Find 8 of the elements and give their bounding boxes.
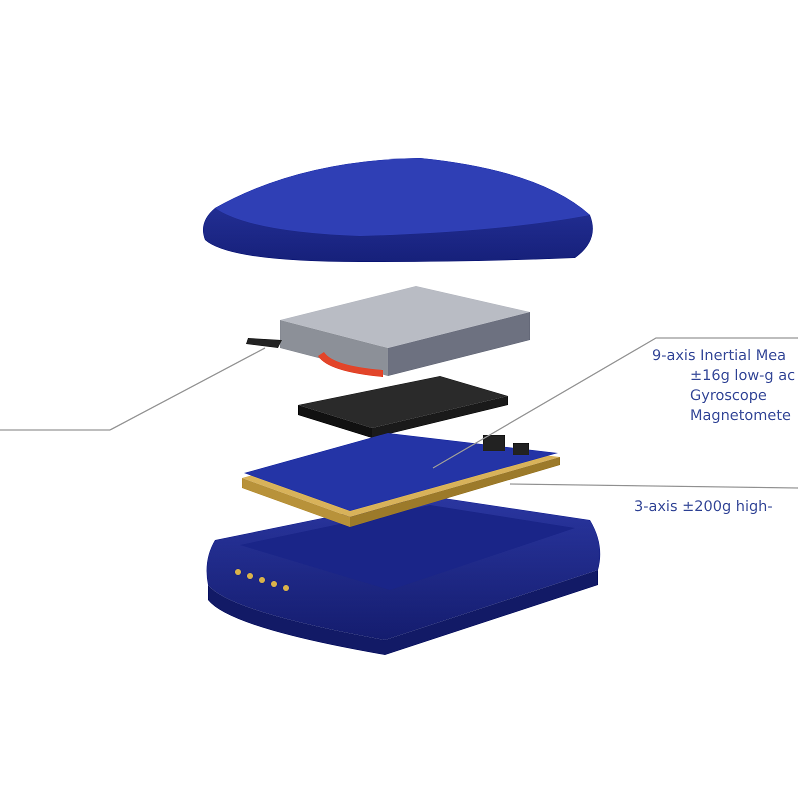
leader-line — [432, 337, 798, 469]
sensor-label: ±16g low-g ac — [689, 367, 796, 386]
sensor-label: Gyroscope — [689, 387, 768, 406]
sensor-label: 3-axis ±200g high- — [634, 498, 774, 517]
sensor-label: Magnetomete — [689, 407, 792, 426]
leader-line — [110, 347, 266, 431]
leader-line — [510, 483, 798, 489]
sensor-heading: 9-axis Inertial Mea — [652, 347, 788, 366]
